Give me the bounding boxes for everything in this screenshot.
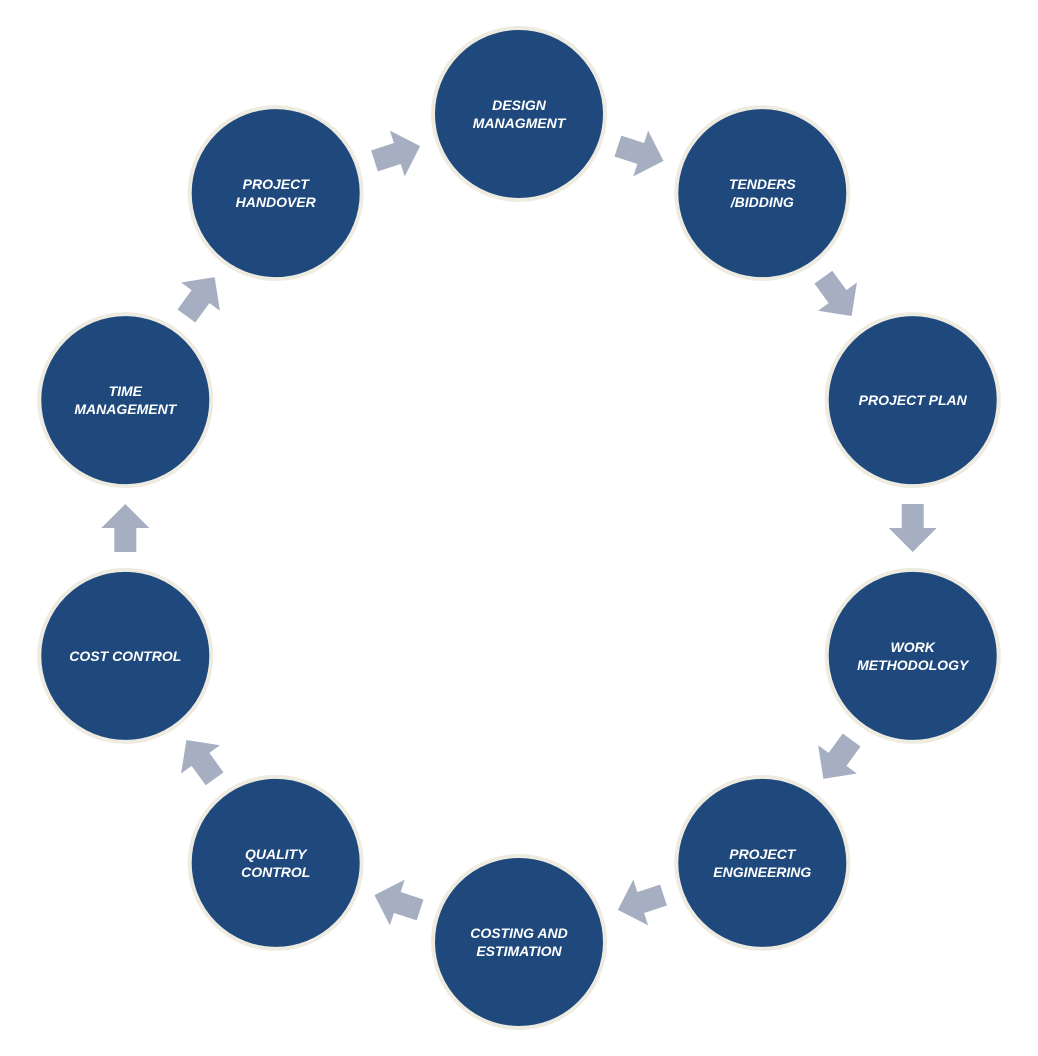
node-label-cost-control-1: COST CONTROL: [69, 648, 181, 664]
node-label-tenders-bidding-1: TENDERS: [729, 176, 797, 192]
node-label-work-methodology-1: WORK: [891, 639, 936, 655]
node-label-project-plan-1: PROJECT PLAN: [859, 392, 968, 408]
flow-arrow-6: [374, 879, 424, 926]
node-label-project-engineering-1: PROJECT: [729, 846, 797, 862]
flow-arrow-1: [614, 130, 664, 177]
node-label-time-management-2: MANAGEMENT: [74, 401, 177, 417]
node-label-time-management-1: TIME: [109, 383, 143, 399]
cycle-node-quality-control: QUALITY CONTROL: [187, 774, 364, 951]
node-label-tenders-bidding-2: /BIDDING: [730, 194, 794, 210]
node-label-project-handover-1: PROJECT: [243, 176, 311, 192]
flow-arrow-2: [814, 270, 857, 317]
flow-arrow-7: [181, 739, 224, 786]
node-label-quality-control-1: QUALITY: [245, 846, 308, 862]
flow-arrow-4: [818, 733, 861, 779]
cycle-node-project-engineering: PROJECT ENGINEERING: [674, 774, 851, 951]
node-label-project-handover-2: HANDOVER: [236, 194, 317, 210]
cycle-node-project-handover: PROJECT HANDOVER: [187, 105, 364, 282]
flow-arrow-10: [371, 130, 421, 177]
cycle-node-costing-and-estimation: COSTING AND ESTIMATION: [431, 854, 607, 1030]
cycle-node-cost-control: COST CONTROL: [37, 567, 214, 744]
cycle-node-project-plan: PROJECT PLAN: [824, 312, 1001, 489]
node-label-design-managment-1: DESIGN: [492, 97, 547, 113]
cycle-node-work-methodology: WORK METHODOLOGY: [824, 567, 1001, 744]
node-label-quality-control-2: CONTROL: [241, 864, 310, 880]
cycle-node-time-management: TIME MANAGEMENT: [37, 312, 214, 489]
node-label-costing-and-estimation-2: ESTIMATION: [476, 943, 562, 959]
flow-arrow-3: [888, 504, 937, 552]
node-label-work-methodology-2: METHODOLOGY: [857, 657, 970, 673]
flow-arrow-8: [101, 504, 150, 552]
flow-arrow-5: [617, 879, 667, 926]
cycle-node-tenders-bidding: TENDERS/BIDDING: [674, 105, 851, 282]
node-label-project-engineering-2: ENGINEERING: [713, 864, 811, 880]
cycle-node-design-managment: DESIGN MANAGMENT: [431, 26, 607, 202]
node-label-costing-and-estimation-1: COSTING AND: [470, 925, 567, 941]
flow-arrow-9: [177, 277, 220, 323]
node-label-design-managment-2: MANAGMENT: [473, 115, 567, 131]
